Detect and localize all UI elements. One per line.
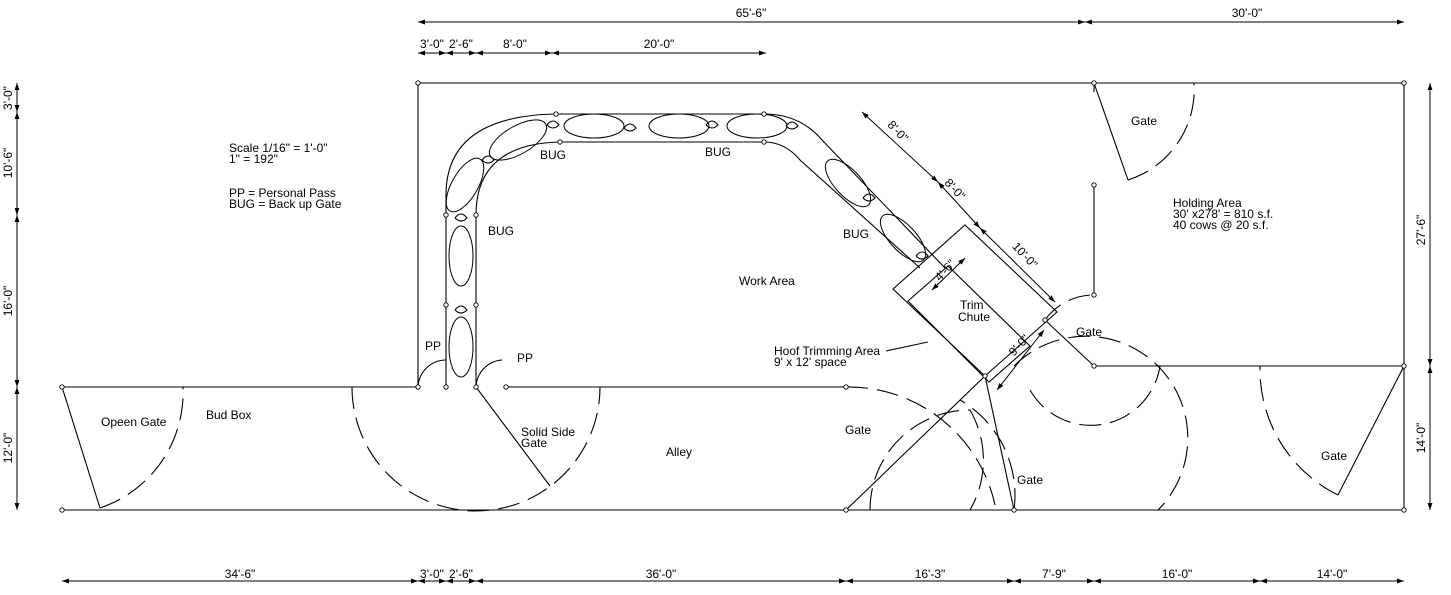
dim-chute-4-6: 4'-6" (932, 257, 959, 284)
holding-area-label: Holding Area (1173, 196, 1242, 210)
dim-top-3: 3'-0" (420, 37, 444, 51)
hoof-leader-line (885, 341, 929, 352)
scale-note: Scale 1/16" = 1'-0" (229, 141, 328, 155)
dim-top-total: 65'-6" (736, 6, 767, 20)
trim-chute-label-2: Chute (958, 310, 990, 324)
gate-swings (61, 82, 1405, 512)
dim-diag-8b: 8'-0" (942, 176, 969, 203)
dim-bottom-2-6: 2'-6" (449, 567, 473, 581)
dimension-lines (14, 19, 1433, 584)
dim-top-right: 30'-0" (1232, 6, 1263, 20)
bud-box-label: Bud Box (206, 408, 251, 422)
notes: Scale 1/16" = 1'-0" 1" = 192" PP = Perso… (229, 141, 342, 211)
legend-pp: PP = Personal Pass (229, 186, 336, 200)
node-dots (59, 80, 1407, 513)
scale-note-2: 1" = 192" (229, 152, 278, 166)
trim-chute-label: Trim (960, 298, 984, 312)
gate-alley-label: Gate (845, 423, 871, 437)
bug-left-label: BUG (488, 224, 514, 238)
gate-top-label: Gate (1131, 114, 1157, 128)
dim-left-16: 16'-0" (1, 286, 15, 317)
hoof-trimming-label-2: 9' x 12' space (774, 355, 847, 369)
solid-side-gate-label-2: Gate (521, 436, 547, 450)
dim-diag-8a: 8'-0" (885, 118, 912, 145)
holding-area-label-3: 40 cows @ 20 s.f. (1173, 218, 1269, 232)
bug-right-label: BUG (843, 227, 869, 241)
bug-top-left-label: BUG (540, 148, 566, 162)
work-area-label: Work Area (739, 274, 795, 288)
dim-right-14: 14'-0" (1414, 423, 1428, 454)
dim-bottom-3: 3'-0" (420, 567, 444, 581)
dim-right-27-6: 27'-6" (1414, 215, 1428, 246)
open-gate-label: Opeen Gate (101, 415, 167, 429)
dim-bottom-34-6: 34'-6" (225, 567, 256, 581)
gate-bottom-label: Gate (1017, 473, 1043, 487)
area-labels: Work Area Alley Bud Box Opeen Gate Solid… (101, 114, 1347, 487)
dim-top-8: 8'-0" (503, 37, 527, 51)
dim-bottom-14: 14'-0" (1317, 567, 1348, 581)
hoof-trimming-label: Hoof Trimming Area (774, 344, 880, 358)
pp-left-label: PP (425, 339, 441, 353)
dim-diag-10: 10'-0" (1009, 239, 1040, 271)
dim-bottom-36: 36'-0" (646, 567, 677, 581)
dim-left-12: 12'-0" (1, 433, 15, 464)
holding-area-label-2: 30' x278' = 810 s.f. (1173, 207, 1273, 221)
dim-top-2-6: 2'-6" (449, 37, 473, 51)
bug-top-right-label: BUG (705, 145, 731, 159)
curved-race (445, 113, 946, 387)
dimension-labels: 65'-6" 30'-0" 3'-0" 2'-6" 8'-0" 20'-0" 3… (1, 6, 1428, 581)
pp-right-label: PP (517, 351, 533, 365)
dim-bottom-7-9: 7'-9" (1042, 567, 1066, 581)
dim-left-3: 3'-0" (1, 86, 15, 110)
dim-left-10-6: 10'-6" (1, 148, 15, 179)
dim-bottom-16-3: 16'-3" (915, 567, 946, 581)
dim-bottom-16: 16'-0" (1162, 567, 1193, 581)
solid-side-gate-label: Solid Side (521, 425, 575, 439)
legend-bug: BUG = Back up Gate (229, 197, 342, 211)
gate-right-label: Gate (1321, 449, 1347, 463)
dim-top-20: 20'-0" (644, 37, 675, 51)
alley-label: Alley (666, 445, 692, 459)
gate-mid-label: Gate (1076, 325, 1102, 339)
